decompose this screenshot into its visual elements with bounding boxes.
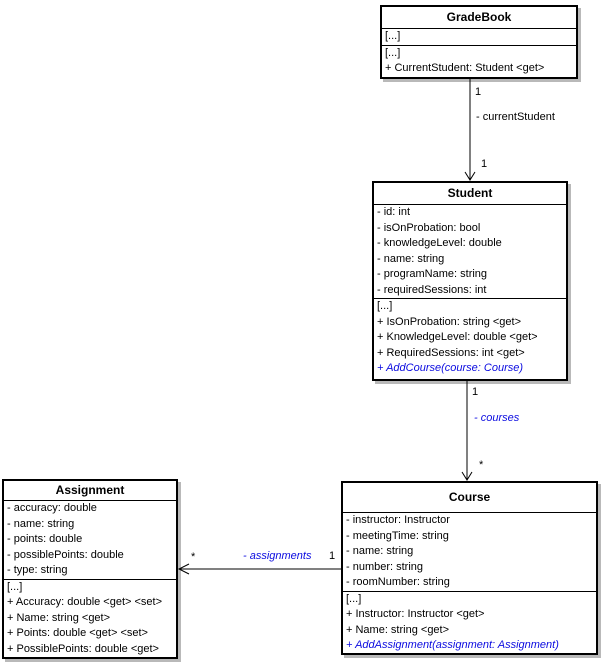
member-row: + AddCourse(course: Course) xyxy=(377,362,524,374)
class-box-student[interactable]: Student - id: int- isOnProbation: bool- … xyxy=(372,181,568,381)
arrowhead-course-assignment xyxy=(177,563,190,575)
attributes-section-assignment: - accuracy: double - name: string - points… xyxy=(4,501,176,579)
class-title-student: Student xyxy=(374,183,566,205)
class-title-course: Course xyxy=(343,483,596,513)
class-title-gradebook: GradeBook xyxy=(382,7,576,29)
member-row: + Name: string <get> xyxy=(7,611,111,624)
member-row: + IsOnProbation: string <get> xyxy=(377,315,522,328)
member-row: [...] xyxy=(7,580,23,593)
member-row: - points: double xyxy=(7,533,83,545)
class-box-gradebook[interactable]: GradeBook [...] [...] + CurrentStudent: S… xyxy=(380,5,578,79)
arrowhead-gradebook-student xyxy=(464,171,476,181)
operations-section-gradebook: [...] + CurrentStudent: Student <get> xyxy=(382,44,576,77)
member-row: [...] xyxy=(385,30,401,42)
member-row: - type: string xyxy=(7,564,68,576)
class-box-course[interactable]: Course - instructor: Instructor - meeting… xyxy=(341,481,598,655)
member-row: - accuracy: double xyxy=(7,502,97,514)
member-row: + Name: string <get> xyxy=(346,623,450,636)
member-row: - requiredSessions: int xyxy=(377,283,487,296)
operations-section-course: [...] + Instructor: Instructor <get> + Nam… xyxy=(343,590,596,654)
operations-section-assignment: [...] + Accuracy: double <get> <set> + Nam… xyxy=(4,578,176,658)
association-label-currentstudent: - currentStudent xyxy=(476,111,555,123)
member-row: - programName: string xyxy=(377,268,488,280)
class-title-assignment: Assignment xyxy=(4,481,176,501)
attributes-section-gradebook: [...] xyxy=(382,29,576,45)
member-row: + RequiredSessions: int <get> xyxy=(377,346,525,359)
member-row: - instructor: Instructor xyxy=(346,514,450,526)
member-row: - possiblePoints: double xyxy=(7,548,124,561)
member-row: - name: string xyxy=(346,545,414,557)
member-row: + Instructor: Instructor <get> xyxy=(346,608,485,620)
member-row: + PossiblePoints: double <get> xyxy=(7,642,159,655)
member-row: - number: string xyxy=(346,560,424,573)
member-row: + KnowledgeLevel: double <get> xyxy=(377,331,538,343)
member-row: + Accuracy: double <get> <set> xyxy=(7,596,163,608)
multiplicity-gradebook-end: 1 xyxy=(475,86,482,98)
member-row: - name: string xyxy=(7,517,75,530)
member-row: - roomNumber: string xyxy=(346,576,450,588)
class-box-assignment[interactable]: Assignment - accuracy: double - name: str… xyxy=(2,479,178,659)
attributes-section-course: - instructor: Instructor - meetingTime: s… xyxy=(343,513,596,591)
multiplicity-student-end: 1 xyxy=(481,158,488,170)
arrowhead-student-course xyxy=(461,471,473,481)
member-row: - isOnProbation: bool xyxy=(377,221,481,234)
member-row: - knowledgeLevel: double xyxy=(377,237,502,249)
member-row: [...] xyxy=(346,592,362,605)
association-label-courses: - courses xyxy=(474,412,520,424)
association-label-assignments: - assignments xyxy=(243,550,312,562)
member-row: + Points: double <get> <set> xyxy=(7,627,148,639)
member-row: [...] xyxy=(385,46,401,59)
member-row: - meetingTime: string xyxy=(346,529,449,542)
member-row: - id: int xyxy=(377,206,411,218)
multiplicity-student-source-end: 1 xyxy=(472,386,479,398)
operations-section-student: [...] + IsOnProbation: string <get> + Know… xyxy=(374,298,566,377)
attributes-section-student: - id: int - isOnProbation: bool - knowledg… xyxy=(374,205,566,298)
multiplicity-course-end: * xyxy=(479,459,484,471)
member-row: [...] xyxy=(377,300,393,312)
member-row: - name: string xyxy=(377,252,445,265)
multiplicity-assignment-end: * xyxy=(191,551,196,563)
member-row: + AddAssignment(assignment: Assignment) xyxy=(346,639,559,651)
multiplicity-course-source-end: 1 xyxy=(329,550,336,562)
member-row: + CurrentStudent: Student <get> xyxy=(385,62,545,74)
